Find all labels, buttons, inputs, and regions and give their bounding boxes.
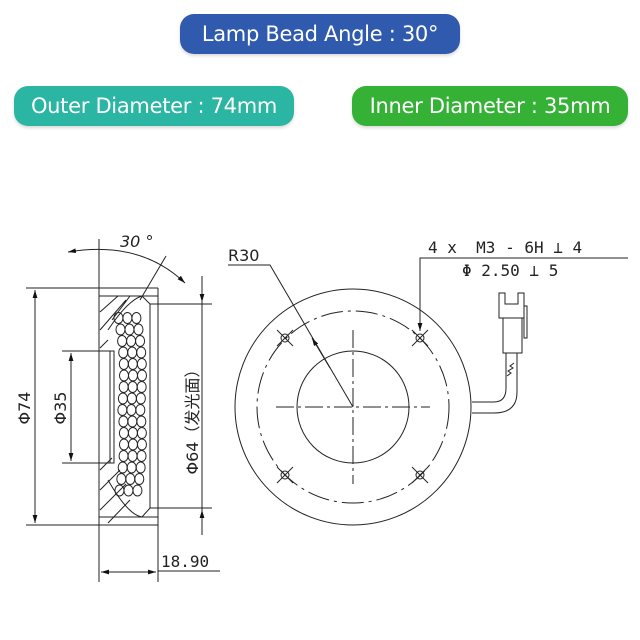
led-bead xyxy=(118,427,129,439)
led-bead xyxy=(134,473,145,485)
inner-diameter-banner: Inner Diameter : 35mm xyxy=(352,86,628,126)
thickness-label: 18.90 xyxy=(161,552,209,571)
led-bead xyxy=(122,312,133,324)
led-bead xyxy=(117,392,128,405)
led-bead xyxy=(117,335,128,347)
emitting-diameter-label: Φ64（发光面） xyxy=(183,362,202,475)
led-bead xyxy=(135,461,146,474)
led-bead xyxy=(113,312,124,324)
led-bead xyxy=(136,369,147,382)
led-bead xyxy=(118,358,129,370)
led-bead xyxy=(117,461,128,474)
led-bead xyxy=(136,415,147,428)
outer-diameter-banner: Outer Diameter : 74mm xyxy=(14,86,294,126)
led-bead xyxy=(126,335,137,347)
led-bead xyxy=(136,450,147,462)
led-bead xyxy=(127,450,138,462)
led-bead xyxy=(136,346,147,359)
mounting-hole-icon xyxy=(411,329,429,347)
mounting-hole-icon xyxy=(411,466,429,484)
led-bead xyxy=(118,346,129,359)
led-bead xyxy=(131,312,142,324)
led-bead xyxy=(127,427,138,439)
led-bead xyxy=(115,323,126,336)
led-bead xyxy=(127,438,138,451)
lamp-bead-angle-banner: Lamp Bead Angle : 30° xyxy=(180,14,460,54)
led-bead xyxy=(118,450,129,462)
inner-diameter-label: Φ35 xyxy=(51,392,70,425)
mounting-hole-icon xyxy=(276,466,294,484)
led-bead xyxy=(133,323,144,336)
front-view xyxy=(228,257,628,526)
led-bead xyxy=(117,404,128,416)
led-bead xyxy=(118,369,129,382)
led-bead xyxy=(135,392,146,405)
mounting-hole-icon xyxy=(276,329,294,347)
led-bead xyxy=(135,335,146,347)
led-bead xyxy=(124,323,135,336)
led-bead xyxy=(136,381,147,393)
led-bead xyxy=(127,415,138,428)
led-bead xyxy=(136,427,147,439)
outer-diameter-label: Φ74 xyxy=(15,392,34,425)
hole-spec-line1: 4 x M3 - 6H ⟂ 4 xyxy=(428,238,582,257)
led-bead xyxy=(126,404,137,416)
led-bead xyxy=(127,369,138,382)
led-bead xyxy=(127,381,138,393)
hole-spec-line2: Φ 2.50 ⟂ 5 xyxy=(462,261,558,280)
led-bead xyxy=(135,404,146,416)
led-bead xyxy=(125,473,136,485)
led-bead xyxy=(118,438,129,451)
led-bead xyxy=(136,358,147,370)
led-bead xyxy=(123,484,134,497)
led-bead xyxy=(116,473,127,485)
angle-label: 30 ° xyxy=(120,232,153,251)
led-bead xyxy=(118,415,129,428)
led-bead xyxy=(126,392,137,405)
led-bead xyxy=(136,438,147,451)
radius-label: R30 xyxy=(228,246,259,265)
led-bead xyxy=(126,461,137,474)
led-beads xyxy=(113,312,147,497)
led-bead xyxy=(127,358,138,370)
led-bead xyxy=(118,381,129,393)
led-bead xyxy=(127,346,138,359)
led-bead xyxy=(132,484,143,497)
side-view xyxy=(26,239,220,582)
